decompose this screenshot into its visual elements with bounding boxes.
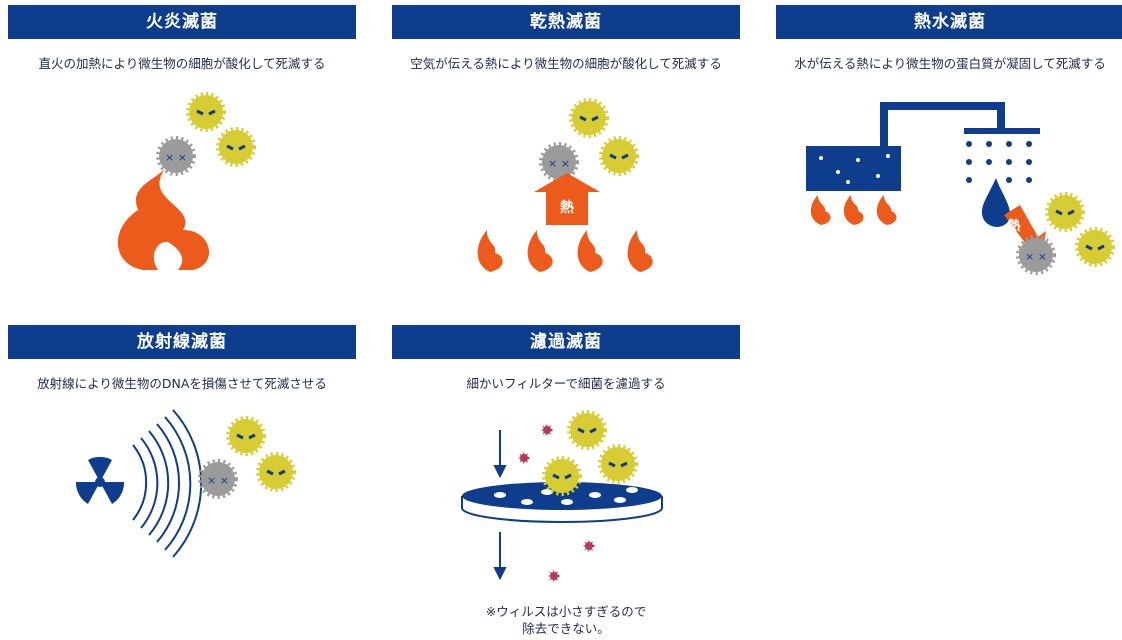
flame-icon: [117, 165, 210, 270]
dead-germ-icon: × ×: [1016, 235, 1056, 275]
heat-arrow-icon: [534, 173, 600, 225]
svg-text:× ×: × ×: [1025, 250, 1047, 263]
panel-title: 熱水滅菌: [776, 5, 1122, 39]
germ-icon: [256, 452, 296, 492]
flame-row: [477, 230, 653, 272]
water-tank-icon: [806, 146, 901, 191]
flame-sterilization-illustration: × ×: [117, 92, 256, 270]
radiation-waves: [132, 409, 203, 558]
panel-filtration-sterilization: 濾過滅菌 細かいフィルターで細菌を濾過する: [392, 325, 740, 392]
germ-icon: [226, 416, 266, 456]
svg-text:× ×: × ×: [165, 151, 187, 164]
panel-dry-heat-sterilization: 乾熱滅菌 空気が伝える熱により微生物の細胞が酸化して死滅する: [392, 5, 740, 72]
panel-title: 放射線滅菌: [8, 325, 356, 359]
pipe: [880, 102, 1005, 146]
dry-heat-illustration: × × 熱: [477, 98, 653, 272]
svg-text:× ×: × ×: [548, 157, 570, 170]
germ-icon: [598, 444, 638, 484]
dead-germ-icon: × ×: [156, 136, 196, 176]
down-arrow-icon: [493, 430, 507, 479]
shower-head: [964, 128, 1040, 134]
panel-title: 乾熱滅菌: [392, 5, 740, 39]
germ-icon: [542, 456, 582, 496]
panel-title: 火炎滅菌: [8, 5, 356, 39]
panel-title: 濾過滅菌: [392, 325, 740, 359]
panel-description: 直火の加熱により微生物の細胞が酸化して死滅する: [38, 56, 326, 71]
germ-icon: [1075, 227, 1115, 267]
water-drop-icon: [981, 178, 1011, 227]
panel-description: 水が伝える熱により微生物の蛋白質が凝固して死滅する: [794, 56, 1106, 71]
dead-germ-icon: × ×: [539, 142, 579, 182]
germ-icon: [1045, 192, 1085, 232]
virus-icon: [518, 452, 530, 464]
radiation-illustration: × ×: [75, 409, 296, 558]
virus-icon: [548, 570, 560, 582]
germ-icon: [569, 98, 609, 138]
heat-label: 熱: [1007, 218, 1020, 234]
virus-note-line1: ※ウィルスは小さすぎるので: [485, 604, 647, 619]
filtration-illustration: [461, 410, 663, 582]
germ-icon: [216, 127, 256, 167]
germ-icon: [567, 410, 607, 450]
virus-note-line2: 除去できない。: [522, 621, 610, 636]
panel-flame-sterilization: 火炎滅菌 直火の加熱により微生物の細胞が酸化して死滅する: [8, 5, 356, 72]
panel-description: 細かいフィルターで細菌を濾過する: [466, 376, 666, 391]
virus-icon: [583, 540, 595, 552]
radiation-symbol-icon: [75, 456, 125, 504]
dead-germ-icon: × ×: [198, 459, 238, 499]
panel-description: 放射線により微生物のDNAを損傷させて死滅させる: [37, 376, 327, 391]
germ-icon: [186, 92, 226, 132]
svg-text:× ×: × ×: [207, 474, 229, 487]
panel-radiation-sterilization: 放射線滅菌 放射線により微生物のDNAを損傷させて死滅させる: [8, 325, 356, 392]
virus-note: ※ウィルスは小さすぎるので 除去できない。: [392, 603, 740, 637]
hot-water-illustration: 熱 × ×: [806, 102, 1115, 275]
panel-description: 空気が伝える熱により微生物の細胞が酸化して死滅する: [410, 56, 722, 71]
flame-row: [810, 195, 897, 225]
down-arrow-icon: [493, 532, 507, 581]
water-drops-icon: [966, 141, 1032, 183]
germ-icon: [599, 136, 639, 176]
panel-hot-water-sterilization: 熱水滅菌 水が伝える熱により微生物の蛋白質が凝固して死滅する: [776, 5, 1122, 72]
virus-icon: [541, 424, 553, 436]
heat-label: 熱: [560, 199, 574, 216]
filter-disc-icon: [461, 482, 663, 523]
